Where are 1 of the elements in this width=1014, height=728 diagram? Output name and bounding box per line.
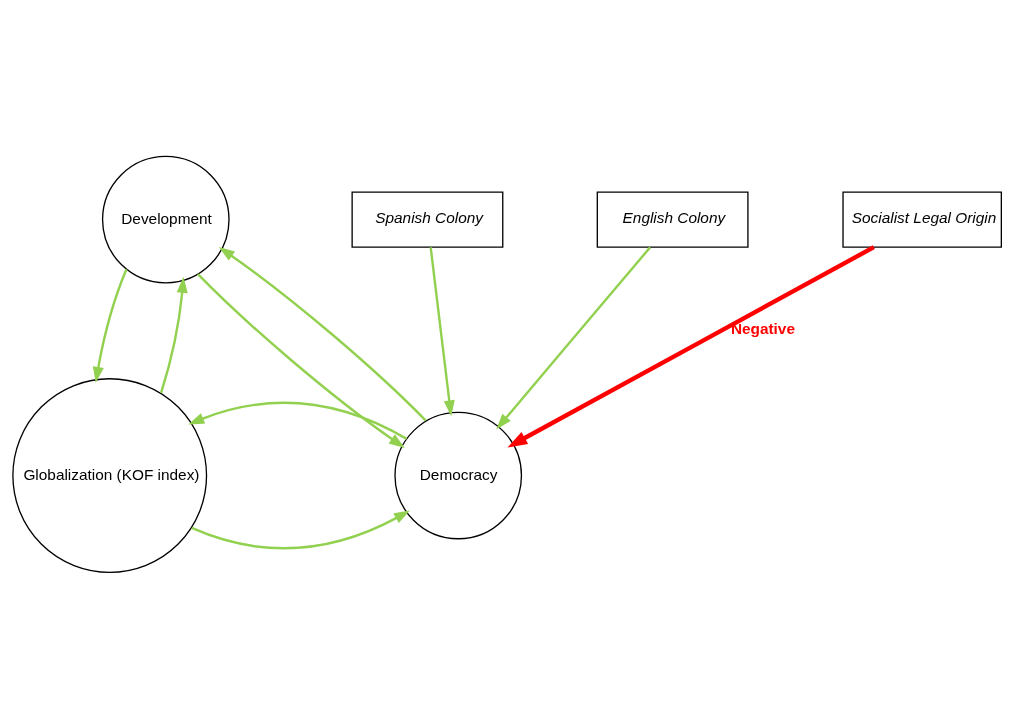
edge-label: Negative: [730, 319, 795, 337]
